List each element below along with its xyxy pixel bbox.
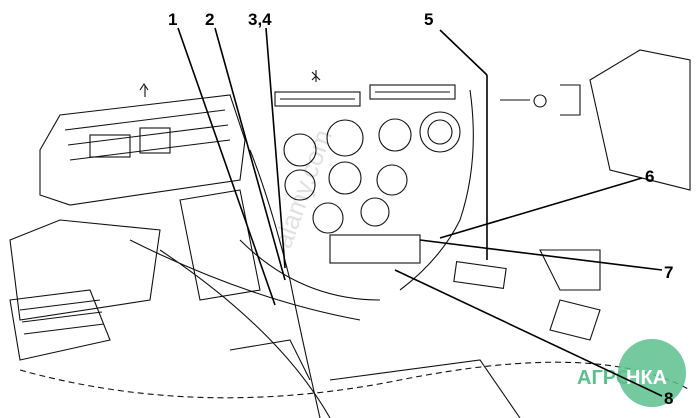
right-components bbox=[453, 49, 691, 341]
callout-8: 8 bbox=[664, 389, 673, 408]
callout-1: 1 bbox=[168, 10, 177, 29]
gauge-cluster bbox=[283, 111, 461, 264]
callout-2: 2 bbox=[205, 10, 214, 29]
leader-lines bbox=[177, 27, 663, 397]
callout-7: 7 bbox=[664, 263, 673, 282]
air-vents bbox=[274, 70, 456, 107]
svg-text:НКА: НКА bbox=[626, 367, 667, 389]
agronka-logo: АГРО НКА bbox=[577, 339, 686, 407]
callout-6: 6 bbox=[645, 167, 654, 186]
svg-text:АГРО: АГРО bbox=[577, 367, 631, 389]
wiring-harness bbox=[239, 89, 474, 418]
callout-3-4: 3,4 bbox=[248, 10, 272, 29]
callout-5: 5 bbox=[424, 10, 433, 29]
left-panel bbox=[39, 83, 246, 206]
lower-structure bbox=[9, 189, 691, 418]
